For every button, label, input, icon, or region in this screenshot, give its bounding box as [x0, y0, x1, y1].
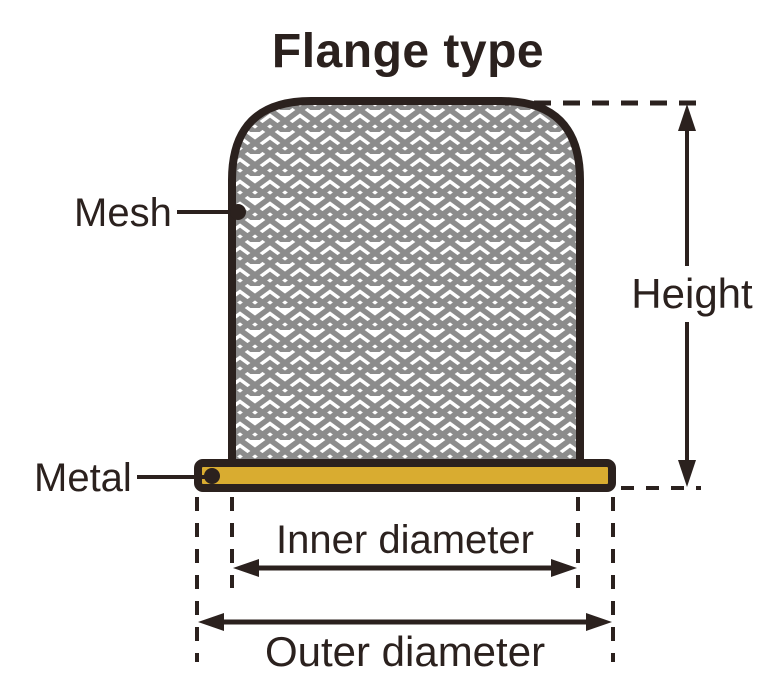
inner-diameter-label: Inner diameter [276, 518, 534, 562]
outer-arrowhead-right [586, 613, 612, 631]
diagram-title: Flange type [271, 25, 545, 78]
outer-diameter-label: Outer diameter [264, 628, 546, 675]
metal-part-label: Metal [34, 456, 132, 500]
outer-diameter-dimension [198, 613, 612, 631]
flange-bar [194, 459, 616, 492]
height-arrowhead-up [678, 104, 696, 131]
mesh-leader-dot [230, 204, 246, 220]
height-dimension-label: Height [631, 270, 753, 317]
inner-diameter-dimension [233, 559, 577, 577]
metal-leader-dot [204, 468, 220, 484]
mesh-part-label: Mesh [74, 191, 172, 235]
outer-arrowhead-left [198, 613, 224, 631]
mesh-dome-outline [228, 97, 584, 466]
diameter-extension-lines [195, 497, 615, 662]
inner-arrowhead-left [233, 559, 259, 577]
mesh-dome-fill [232, 101, 580, 466]
height-arrowhead-down [678, 460, 696, 487]
height-dimension [678, 104, 696, 487]
mesh-leader-line [177, 204, 246, 220]
mesh-dome [228, 97, 584, 466]
inner-arrowhead-right [551, 559, 577, 577]
metal-leader-line [137, 468, 220, 484]
